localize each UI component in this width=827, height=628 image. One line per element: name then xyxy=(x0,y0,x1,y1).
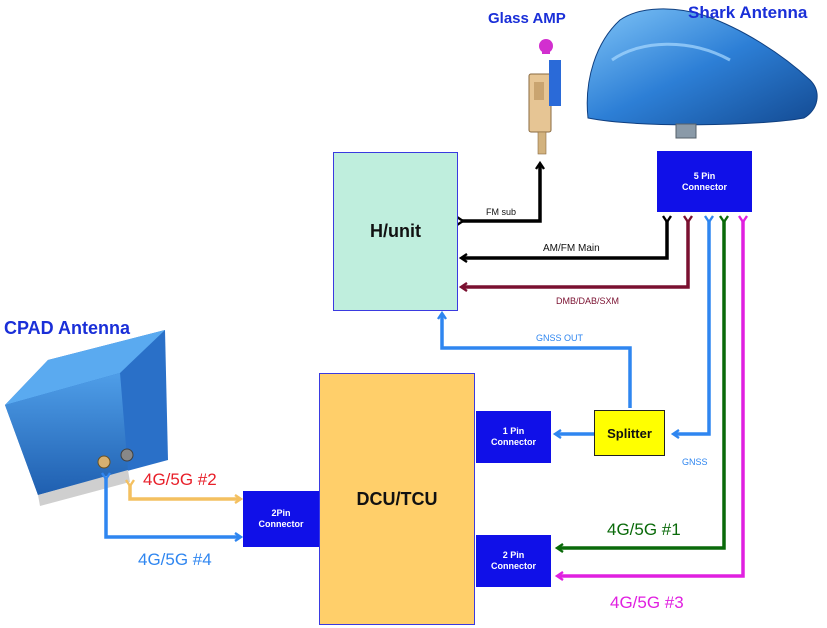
hunit-block: H/unit xyxy=(333,152,458,311)
connector-1pin-label: 1 Pin Connector xyxy=(491,426,536,447)
g1-label: 4G/5G #1 xyxy=(607,520,681,539)
fm-sub-label: FM sub xyxy=(486,207,517,217)
g4-label: 4G/5G #4 xyxy=(138,550,212,569)
g3-label: 4G/5G #3 xyxy=(610,593,684,612)
dcu-tcu-block: DCU/TCU xyxy=(319,373,475,625)
dmb-label: DMB/DAB/SXM xyxy=(556,296,620,306)
gnss-out-label: GNSS OUT xyxy=(536,333,584,343)
g2-label: 4G/5G #2 xyxy=(143,470,217,489)
connector-2pin-left: 2Pin Connector xyxy=(243,491,319,547)
cpad-antenna-illustration xyxy=(5,330,168,506)
splitter-block: Splitter xyxy=(594,410,665,456)
shark-antenna-illustration xyxy=(586,8,818,139)
dmb-line xyxy=(458,215,693,292)
connector-2pin-right: 2 Pin Connector xyxy=(476,535,551,587)
dcu-tcu-label: DCU/TCU xyxy=(356,488,438,509)
glass-amp-title: Glass AMP xyxy=(488,10,566,27)
glass-amp-illustration xyxy=(528,39,561,155)
g3-line xyxy=(554,215,748,581)
gnss-line xyxy=(670,215,714,439)
shark-antenna-title: Shark Antenna xyxy=(688,3,808,22)
splitter-label: Splitter xyxy=(607,425,652,441)
am-fm-main-label: AM/FM Main xyxy=(543,243,600,254)
g1-line xyxy=(554,215,729,553)
connector-2pin-right-label: 2 Pin Connector xyxy=(491,550,536,571)
connector-5pin: 5 Pin Connector xyxy=(657,151,752,212)
connector-2pin-left-label: 2Pin Connector xyxy=(258,508,304,529)
hunit-label: H/unit xyxy=(370,221,421,241)
g4-line xyxy=(101,472,244,542)
connector-5pin-label: 5 Pin Connector xyxy=(682,170,727,192)
gnss-label: GNSS xyxy=(682,457,708,467)
connector-1pin: 1 Pin Connector xyxy=(476,411,551,463)
cpad-antenna-title: CPAD Antenna xyxy=(4,318,130,338)
